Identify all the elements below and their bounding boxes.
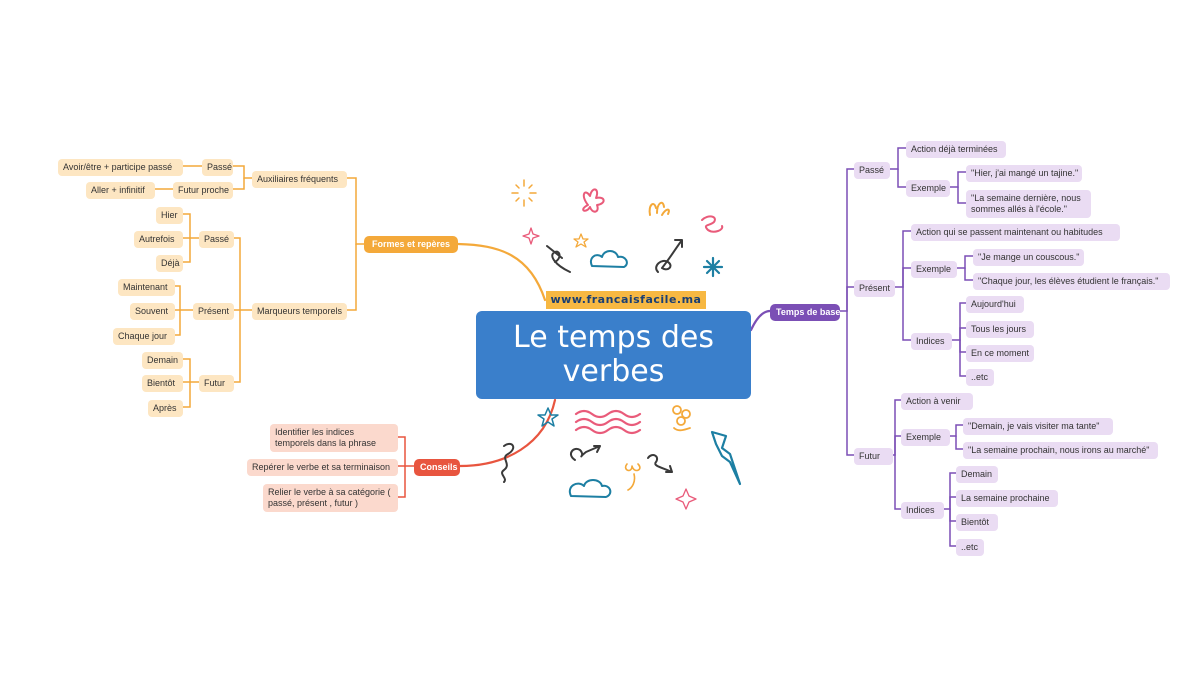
waves-doodle-icon <box>574 409 642 435</box>
present-exemple-label: Exemple <box>911 261 957 278</box>
marqueur-passe: Passé <box>199 231 234 248</box>
marqueur-passe-item: Autrefois <box>134 231 183 248</box>
tulip-doodle-icon <box>624 463 641 491</box>
futur-exemple: "La semaine prochain, nous irons au marc… <box>963 442 1158 459</box>
website-banner: www.francaisfacile.ma <box>546 291 706 309</box>
aux-passe: Passé <box>202 159 233 176</box>
conseil-item: Identifier les indices temporels dans la… <box>270 424 398 452</box>
present-definition: Action qui se passent maintenant ou habi… <box>911 224 1120 241</box>
marqueur-passe-item: Hier <box>156 207 183 224</box>
present-indice: En ce moment <box>966 345 1034 362</box>
link-center-temps <box>749 309 772 332</box>
marqueur-present-item: Souvent <box>130 303 175 320</box>
futur-definition: Action à venir <box>901 393 973 410</box>
loop-arrow-bottom-left-icon <box>570 445 601 461</box>
futur-indice: ..etc <box>956 539 984 556</box>
aux-futur-proche: Futur proche <box>173 182 233 199</box>
cloud-top-doodle-icon <box>590 250 628 268</box>
sparkle-doodle-icon <box>522 227 540 245</box>
doodle-decorations <box>501 179 742 510</box>
futur-indice: Demain <box>956 466 998 483</box>
link-center-conseils <box>458 398 557 468</box>
scribble-doodle-icon <box>501 442 515 483</box>
temps-present: Présent <box>854 280 895 297</box>
conseil-item: Relier le verbe à sa catégorie ( passé, … <box>263 484 398 512</box>
temps-passe: Passé <box>854 162 890 179</box>
loop-arrow-top-right-icon <box>655 239 683 273</box>
leaf-doodle-icon <box>648 201 670 216</box>
marqueur-passe-item: Déjà <box>156 255 183 272</box>
present-indices-label: Indices <box>911 333 952 350</box>
asterisk-doodle-icon <box>702 256 724 278</box>
flower-doodle-icon <box>582 188 605 213</box>
star-small-doodle-icon <box>573 233 589 248</box>
marqueur-present-item: Maintenant <box>118 279 175 296</box>
futur-indice: Bientôt <box>956 514 998 531</box>
present-exemple: "Je mange un couscous." <box>973 249 1084 266</box>
link-center-formes <box>456 242 547 302</box>
marqueur-futur-item: Bientôt <box>142 375 183 392</box>
lightning-doodle-icon <box>710 430 742 486</box>
auxiliaires-frequents: Auxiliaires fréquents <box>252 171 347 188</box>
futur-exemple-label: Exemple <box>901 429 950 446</box>
present-indice: ..etc <box>966 369 994 386</box>
marqueur-futur-item: Après <box>148 400 183 417</box>
star-bottom-doodle-icon <box>537 407 559 427</box>
marqueur-futur-item: Demain <box>142 352 183 369</box>
branch-formes-reperes: Formes et repères <box>364 236 458 253</box>
present-exemple: "Chaque jour, les élèves étudient le fra… <box>973 273 1170 290</box>
passe-exemple: "La semaine dernière, nous sommes allés … <box>966 190 1091 218</box>
branch-conseils: Conseils <box>414 459 460 476</box>
passe-definition: Action déjà terminées <box>906 141 1006 158</box>
flower-bottom-doodle-icon <box>672 405 691 432</box>
swirl-doodle-icon <box>701 215 724 233</box>
temps-futur: Futur <box>854 448 893 465</box>
branch-temps-de-base: Temps de base <box>770 304 840 321</box>
present-indice: Tous les jours <box>966 321 1034 338</box>
cloud-bottom-doodle-icon <box>568 479 612 498</box>
marqueur-present: Présent <box>193 303 234 320</box>
aux-passe-item: Avoir/être + participe passé <box>58 159 183 176</box>
sparkle-bottom-doodle-icon <box>675 488 697 510</box>
present-indice: Aujourd'hui <box>966 296 1024 313</box>
futur-indice: La semaine prochaine <box>956 490 1058 507</box>
arrow-bottom-right-icon <box>647 454 673 473</box>
aux-futur-proche-item: Aller + infinitif <box>86 182 155 199</box>
conseil-item: Repérer le verbe et sa terminaison <box>247 459 398 476</box>
futur-exemple: "Demain, je vais visiter ma tante" <box>963 418 1113 435</box>
marqueur-present-item: Chaque jour <box>113 328 175 345</box>
loop-arrow-top-left-icon <box>546 245 571 273</box>
futur-indices-label: Indices <box>901 502 944 519</box>
passe-exemple-label: Exemple <box>906 180 950 197</box>
marqueur-futur: Futur <box>199 375 234 392</box>
marqueurs-temporels: Marqueurs temporels <box>252 303 347 320</box>
passe-exemple: "Hier, j'ai mangé un tajine." <box>966 165 1082 182</box>
central-topic: Le temps des verbes <box>476 311 751 399</box>
sun-doodle-icon <box>511 179 537 207</box>
